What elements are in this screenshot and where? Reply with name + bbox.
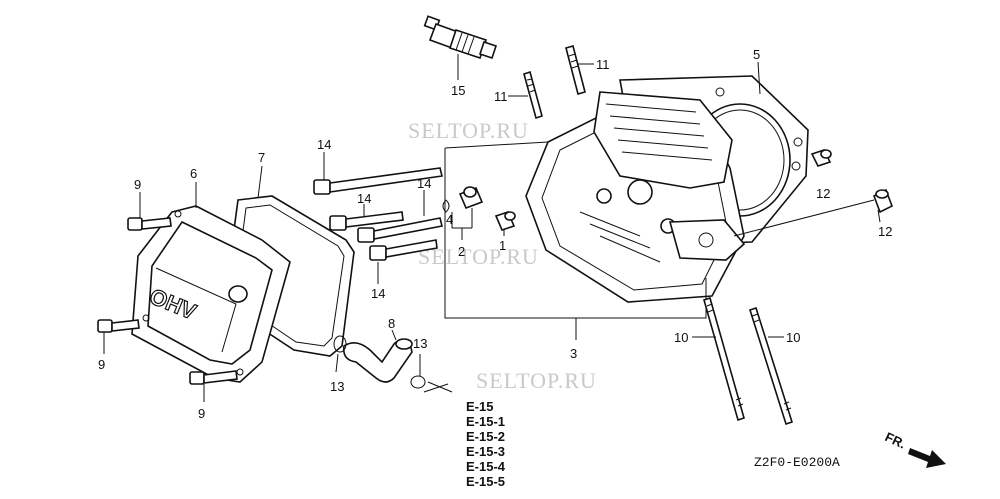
callout-7: 7: [258, 150, 265, 165]
front-label: FR.: [883, 429, 908, 451]
bolt-14-c: [369, 239, 438, 261]
callout-10: 10: [786, 330, 800, 345]
callout-4: 4: [446, 212, 453, 227]
stud-11-b: [565, 45, 586, 95]
dowel-pin-1: [494, 211, 516, 231]
callout-12: 12: [816, 186, 830, 201]
callout-11: 11: [596, 57, 610, 72]
callout-2: 2: [458, 244, 465, 259]
callout-9: 9: [98, 357, 105, 372]
arrow-icon: [908, 448, 946, 468]
bolt-14-a: [329, 211, 404, 231]
cylinder-head: [525, 91, 746, 303]
callout-15: 15: [451, 83, 465, 98]
dowel-pin-12-b: [872, 188, 894, 214]
diagram-code: Z2F0-E0200A: [754, 455, 840, 470]
stud-10-b: [749, 306, 793, 426]
spark-plug: [423, 15, 498, 60]
reference-link[interactable]: E-15-5: [466, 474, 505, 489]
callout-10: 10: [674, 330, 688, 345]
breather-tube: [342, 338, 413, 383]
reference-link[interactable]: E-15: [466, 399, 493, 414]
watermark: SELTOP.RU: [418, 244, 539, 269]
callout-12: 12: [878, 224, 892, 239]
callout-8: 8: [388, 316, 395, 331]
oil-jet-clip-4: [442, 199, 450, 213]
callout-9: 9: [134, 177, 141, 192]
watermark: SELTOP.RU: [408, 118, 529, 143]
tube-clip-13-b: [410, 375, 426, 389]
callout-14: 14: [417, 176, 431, 191]
bolt-9-left: [97, 319, 140, 333]
dowel-pin-12-a: [810, 149, 832, 167]
bolt-14-long: [313, 167, 443, 195]
callout-14: 14: [371, 286, 385, 301]
reference-link[interactable]: E-15-3: [466, 444, 505, 459]
cylinder-head-cover: OHV: [131, 205, 291, 383]
callout-11: 11: [494, 89, 508, 104]
tube-clip-13-a: [333, 335, 347, 353]
callout-5: 5: [753, 47, 760, 62]
reference-link[interactable]: E-15-2: [466, 429, 505, 444]
front-direction-arrow: FR.: [883, 429, 946, 468]
callout-9: 9: [198, 406, 205, 421]
oil-jet-2: [458, 186, 484, 210]
bolt-14-b: [357, 217, 443, 243]
callout-3: 3: [570, 346, 577, 361]
reference-link[interactable]: E-15-1: [466, 414, 505, 429]
callout-14: 14: [357, 191, 371, 206]
stud-10-a: [703, 296, 745, 422]
callout-6: 6: [190, 166, 197, 181]
callout-13: 13: [330, 379, 344, 394]
stud-11-a: [523, 70, 543, 120]
callout-14: 14: [317, 137, 331, 152]
callout-1: 1: [499, 238, 506, 253]
callout-13: 13: [413, 336, 427, 351]
bolt-9-bottom: [189, 370, 238, 385]
watermark: SELTOP.RU: [476, 368, 597, 393]
reference-link[interactable]: E-15-4: [466, 459, 506, 474]
bolt-9-top: [127, 217, 172, 231]
